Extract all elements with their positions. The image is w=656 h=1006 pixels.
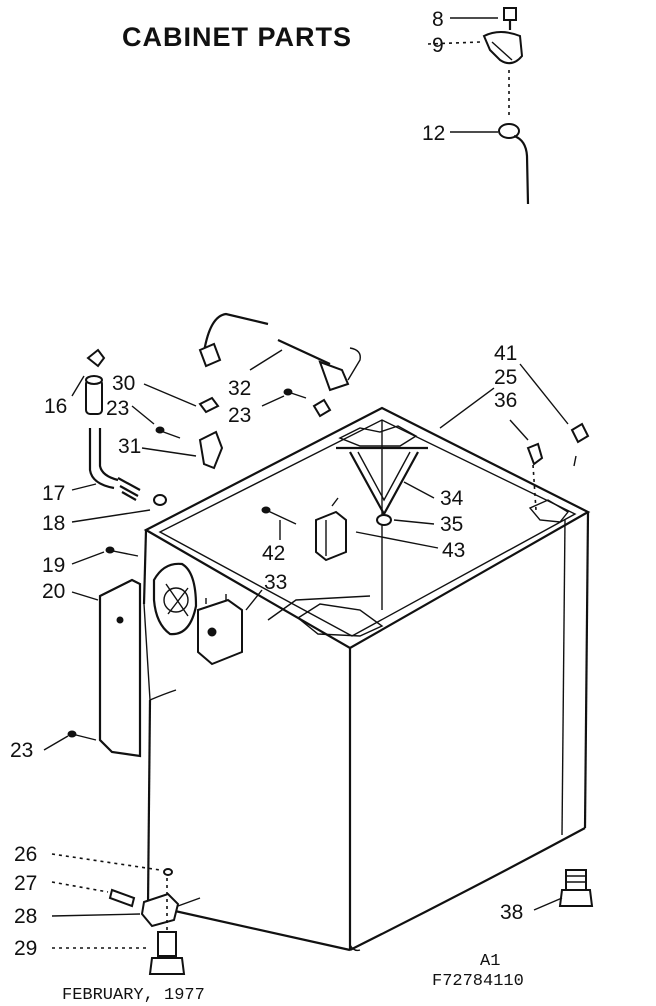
part-8-screw xyxy=(503,7,517,30)
callout-23-a: 23 xyxy=(106,397,130,420)
part-35-nut xyxy=(376,514,392,526)
footer-date: FEBRUARY, 1977 xyxy=(62,986,205,1005)
part-31-fitting xyxy=(198,430,224,470)
part-26-washer xyxy=(163,868,173,876)
part-16-valve xyxy=(85,348,106,415)
callout-43: 43 xyxy=(442,539,466,562)
part-33-switch xyxy=(197,594,243,666)
callout-25: 25 xyxy=(494,366,518,389)
part-18-spring xyxy=(117,477,167,506)
callout-27: 27 xyxy=(14,872,38,895)
callout-29: 29 xyxy=(14,937,38,960)
callout-31: 31 xyxy=(118,435,142,458)
part-30-clip xyxy=(198,396,220,414)
part-36-fastener xyxy=(526,442,544,466)
callout-41: 41 xyxy=(494,342,518,365)
callout-35: 35 xyxy=(440,513,464,536)
part-38-foot xyxy=(558,869,594,907)
callout-16: 16 xyxy=(44,395,68,418)
part-27-bolt xyxy=(108,888,136,908)
callout-23-b: 23 xyxy=(228,404,252,427)
callout-38: 38 xyxy=(500,901,524,924)
part-29-leg xyxy=(148,878,186,975)
callout-19: 19 xyxy=(42,554,66,577)
control-dial xyxy=(152,562,198,636)
callout-28: 28 xyxy=(14,905,38,928)
leader-lines xyxy=(43,17,569,949)
part-9-clamp xyxy=(482,31,524,65)
part-23-screw-upper xyxy=(155,426,181,439)
callout-34: 34 xyxy=(440,487,464,510)
part-23-screw-top xyxy=(283,388,332,418)
callout-8: 8 xyxy=(432,8,444,31)
diagram-title: CABINET PARTS xyxy=(122,22,353,52)
callout-23-c: 23 xyxy=(10,739,34,762)
callout-20: 20 xyxy=(42,580,66,603)
footer-code-a1: A1 xyxy=(480,952,501,971)
part-42-screw xyxy=(261,506,297,525)
part-12-hose-end xyxy=(498,123,530,205)
part-23-screw-lower xyxy=(67,730,97,741)
callout-30: 30 xyxy=(112,372,136,395)
callout-33: 33 xyxy=(264,571,288,594)
callout-32: 32 xyxy=(228,377,252,400)
part-32-cord xyxy=(198,312,361,392)
callout-18: 18 xyxy=(42,512,66,535)
callout-36: 36 xyxy=(494,389,518,412)
part-20-panel xyxy=(98,578,142,758)
callout-12: 12 xyxy=(422,122,446,145)
callout-42: 42 xyxy=(262,542,286,565)
callout-26: 26 xyxy=(14,843,38,866)
part-28-leveling-bracket xyxy=(140,892,201,928)
callout-9: 9 xyxy=(432,34,444,57)
part-41-clip xyxy=(570,422,590,467)
footer-part-number: F72784110 xyxy=(432,972,524,991)
part-19-screw xyxy=(105,546,139,557)
part-43-bracket xyxy=(315,497,347,562)
cabinet-body xyxy=(142,406,591,952)
callout-17: 17 xyxy=(42,482,66,505)
part-17-hose xyxy=(88,428,119,490)
